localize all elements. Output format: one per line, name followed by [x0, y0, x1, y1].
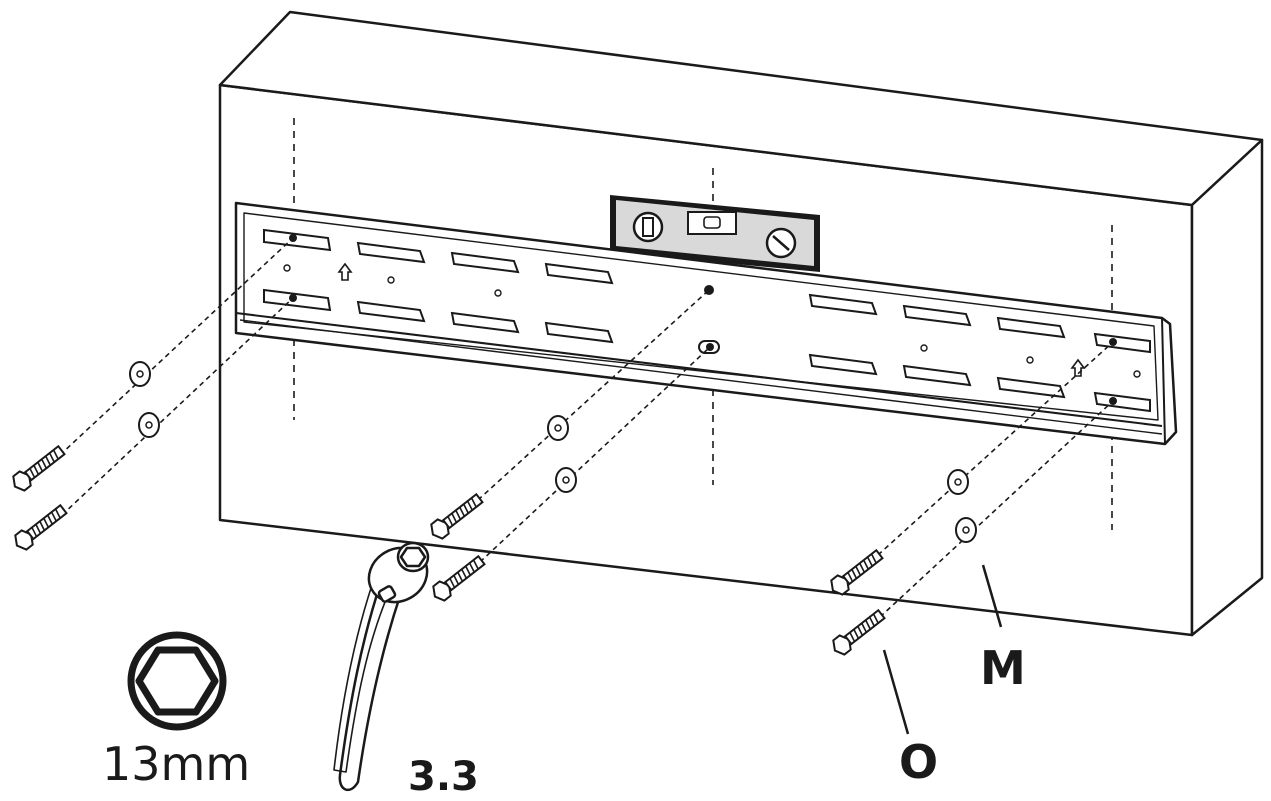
bolt [8, 442, 68, 495]
washer [955, 517, 977, 543]
socket-size-label: 13mm [102, 737, 250, 791]
bolt [10, 501, 70, 554]
rail-holes [283, 264, 1141, 378]
bolt-label: O [899, 735, 938, 789]
ratchet-wrench [333, 541, 430, 792]
washer [129, 361, 151, 387]
socket-13mm-icon [127, 631, 227, 731]
alignment-lines [59, 237, 1114, 618]
leader-line-washer [981, 564, 1003, 628]
wall-side-face [1190, 138, 1264, 637]
step-number: 3.3 [408, 754, 479, 800]
washer [138, 412, 160, 438]
leader-line-bolt [882, 649, 910, 735]
washer-label: M [980, 641, 1026, 695]
washer [947, 469, 969, 495]
leader-lines [882, 564, 1003, 735]
rail-slots [263, 228, 1151, 413]
washer [547, 415, 569, 441]
washer [555, 467, 577, 493]
bolt [428, 552, 488, 605]
bolt [828, 606, 888, 659]
spirit-level [610, 195, 820, 272]
